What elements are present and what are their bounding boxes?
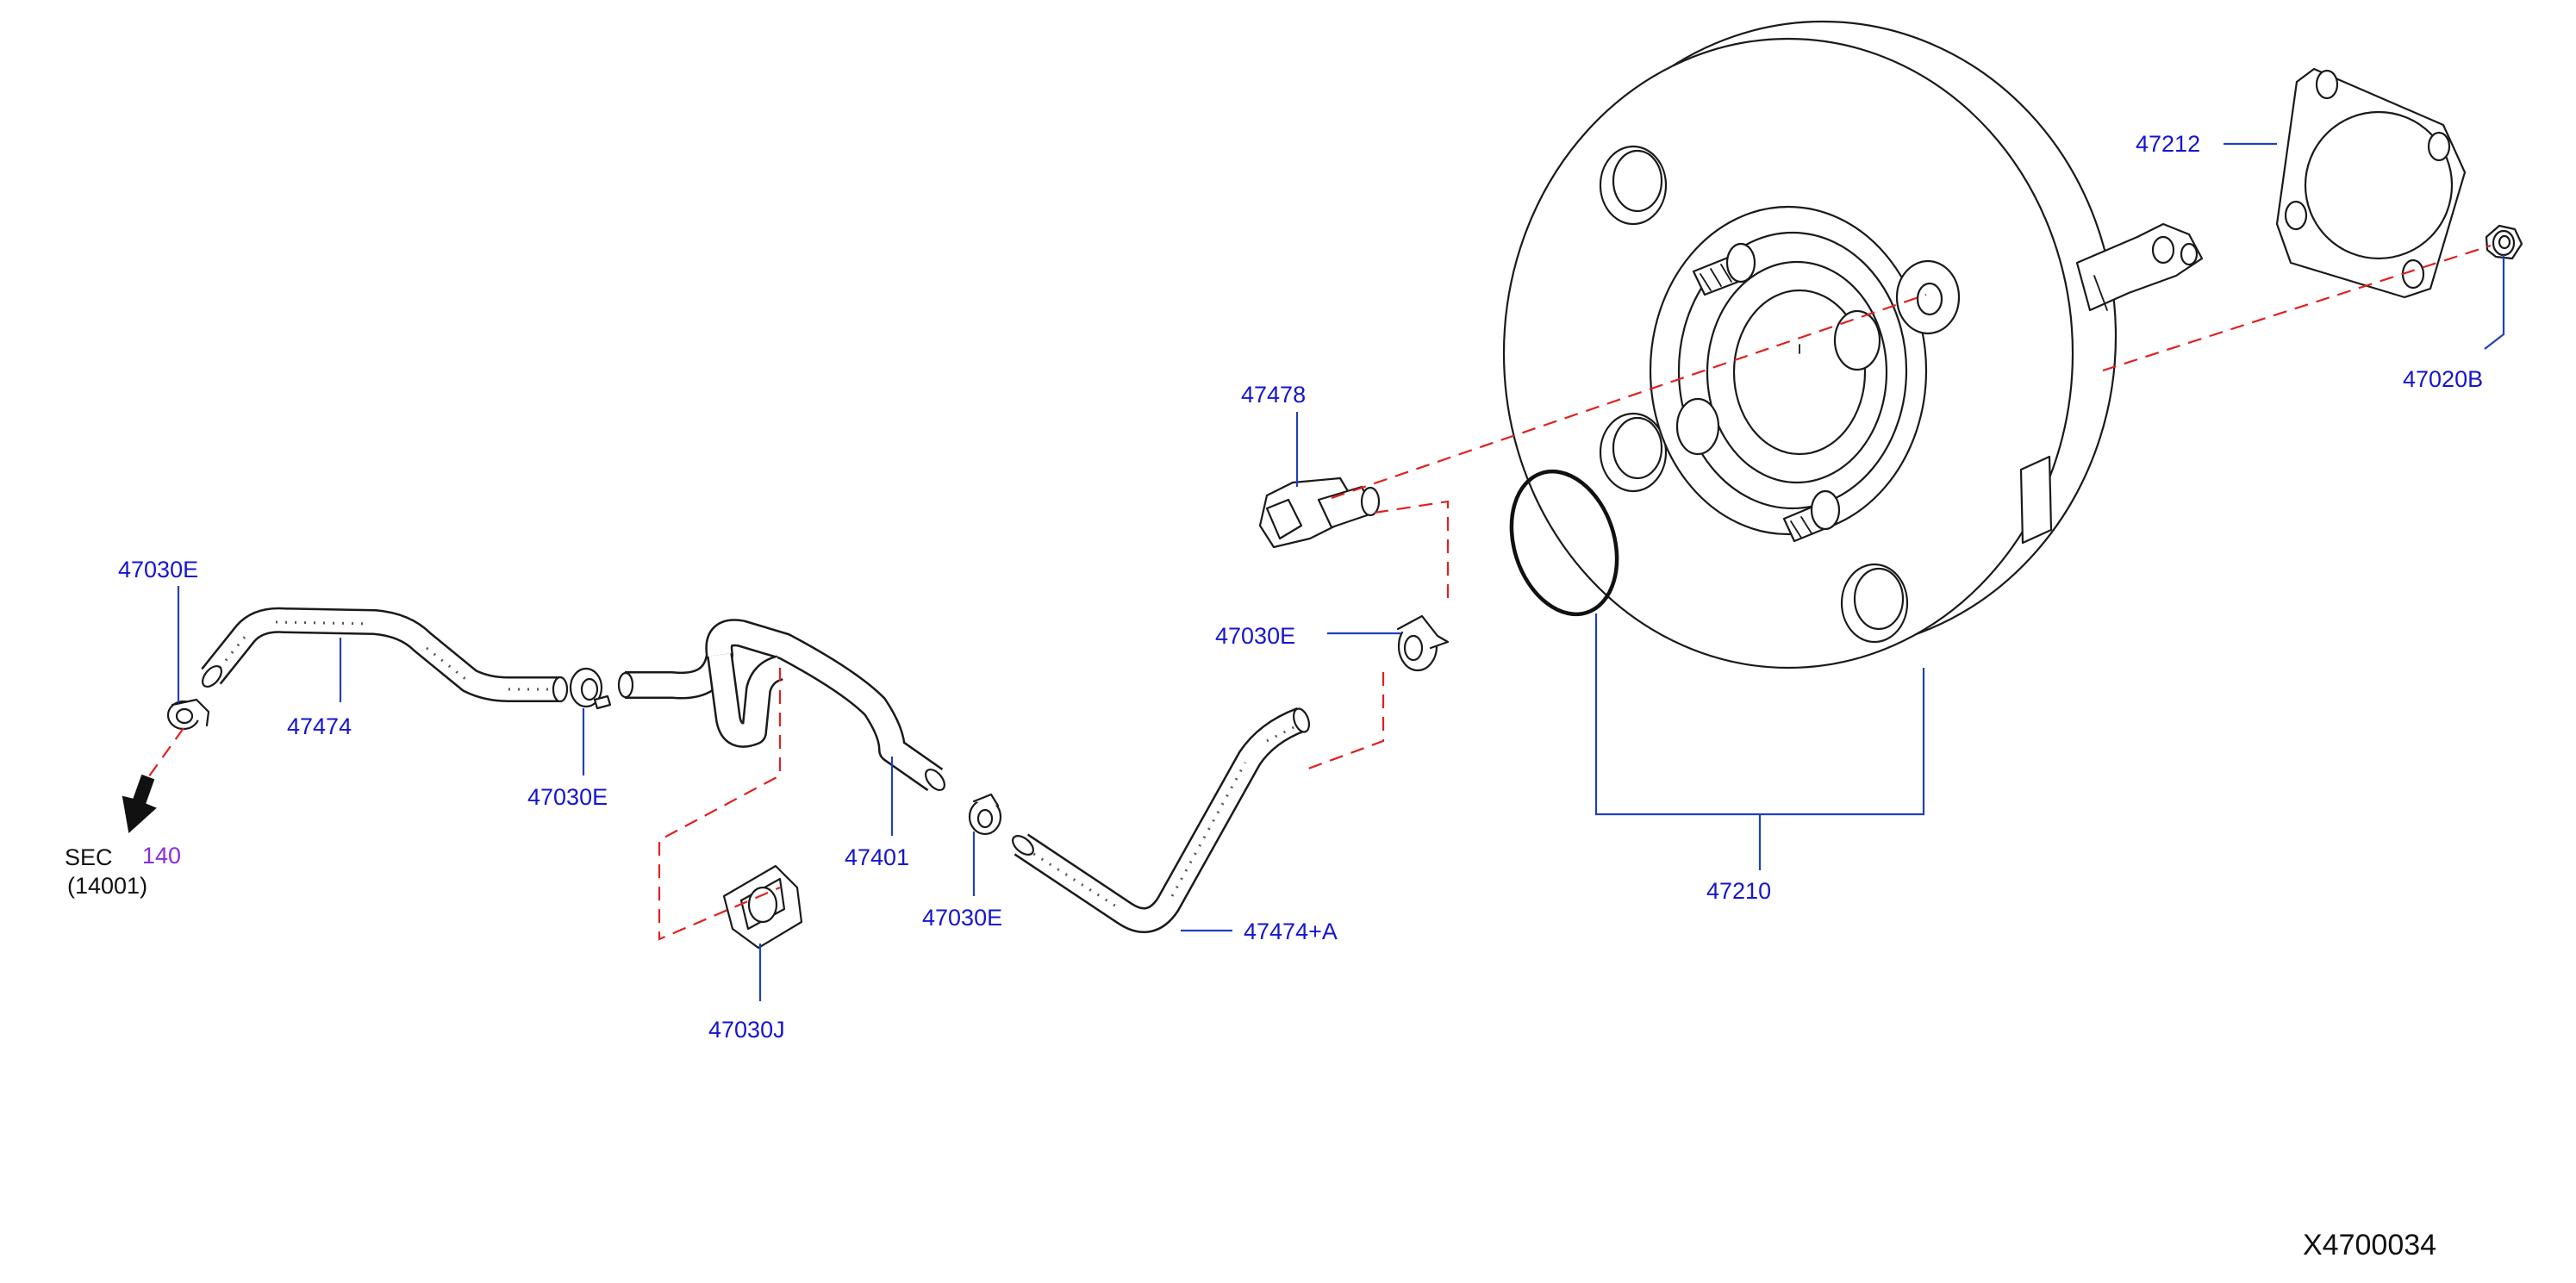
- sec-reference: (14001): [67, 873, 147, 899]
- hose-clamp-valve: [1396, 614, 1450, 672]
- sec-number-link[interactable]: 140: [142, 843, 181, 869]
- sec-direction-arrow-icon: [122, 774, 157, 833]
- hose-47474a: [1012, 707, 1311, 933]
- label-47474: 47474: [287, 713, 352, 739]
- hose-clamp-left: [166, 698, 210, 731]
- label-47030e-valve: 47030E: [1215, 623, 1295, 649]
- tube-clip: [722, 864, 803, 950]
- hose-47474: [201, 607, 569, 703]
- label-47020b: 47020B: [2403, 366, 2483, 392]
- label-47212: 47212: [2136, 131, 2200, 157]
- sec-prefix: SEC: [65, 844, 113, 870]
- label-47474a: 47474+A: [1244, 919, 1338, 944]
- stud-upper: [1692, 242, 1756, 296]
- gasket-plate: [2275, 67, 2467, 299]
- label-47030e-lower: 47030E: [922, 905, 1002, 931]
- o-ring-seal: [1509, 469, 1619, 617]
- check-valve: [1258, 476, 1381, 549]
- assembly-lines: [146, 244, 2492, 941]
- label-47030e-middle: 47030E: [527, 784, 608, 810]
- leader-lines: [177, 142, 2505, 1001]
- label-47030j: 47030J: [708, 1017, 785, 1043]
- stud-lower: [1782, 489, 1841, 543]
- label-47030e-left: 47030E: [118, 557, 198, 582]
- label-47210: 47210: [1706, 878, 1771, 904]
- vacuum-tube-47401: [617, 619, 945, 792]
- brake-booster: [1502, 20, 2204, 670]
- label-47401: 47401: [845, 844, 909, 870]
- label-47478: 47478: [1241, 382, 1306, 408]
- diagram-code: X4700034: [2303, 1229, 2436, 1261]
- hose-clamp-lower: [968, 793, 1002, 836]
- flange-nut: [2485, 224, 2523, 260]
- hose-clamp-middle: [569, 667, 612, 710]
